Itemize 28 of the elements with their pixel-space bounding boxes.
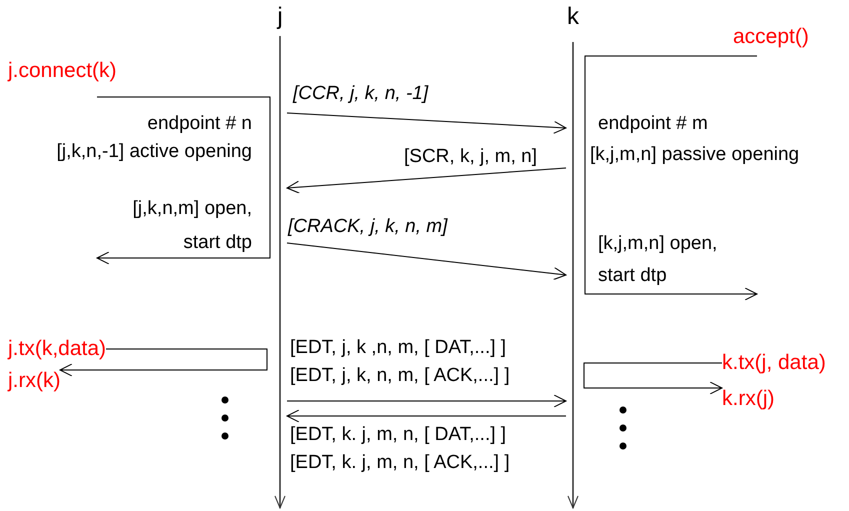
state-note: [k,j,m,n] open, start dtp (598, 232, 718, 288)
state-note: endpoint # m (598, 112, 709, 135)
bracket-arrow (96, 96, 270, 264)
bracket-arrow (60, 348, 268, 376)
message-label: [CCR, j, k, n, -1] (293, 82, 430, 105)
call-label: accept() (733, 24, 809, 50)
message-arrow (286, 112, 566, 134)
lifeline-label: k (566, 4, 580, 30)
bracket-arrow (584, 56, 758, 300)
message-label: [EDT, k. j, m, n, [ DAT,...] ] [EDT, k. j, m, n, [ ACK,...] ] (290, 423, 511, 475)
bracket-arrow (584, 362, 722, 394)
state-note: [j,k,n,-1] active opening (56, 140, 252, 163)
message-arrow (286, 410, 566, 422)
state-note: endpoint # n (146, 112, 252, 135)
call-label: j.tx(k,data) (8, 336, 106, 362)
call-label: j.rx(k) (8, 368, 60, 394)
message-label: [CRACK, j, k, n, m] (288, 215, 449, 238)
call-label: k.rx(j) (722, 386, 774, 412)
state-note: [j,k,n,m] open, start dtp (132, 197, 252, 255)
message-arrow (286, 394, 566, 408)
lifeline-label: j (276, 4, 284, 30)
message-arrow (286, 242, 566, 280)
message-label: [EDT, j, k ,n, m, [ DAT,...] ] [EDT, j, k, n, m, [ ACK,...] ] (290, 336, 511, 388)
call-label: k.tx(j, data) (722, 350, 826, 376)
state-note: [k,j,m,n] passive opening (590, 143, 800, 166)
call-label: j.connect(k) (8, 58, 117, 84)
message-label: [SCR, k, j, m, n] (404, 145, 538, 168)
message-arrow (286, 168, 566, 194)
